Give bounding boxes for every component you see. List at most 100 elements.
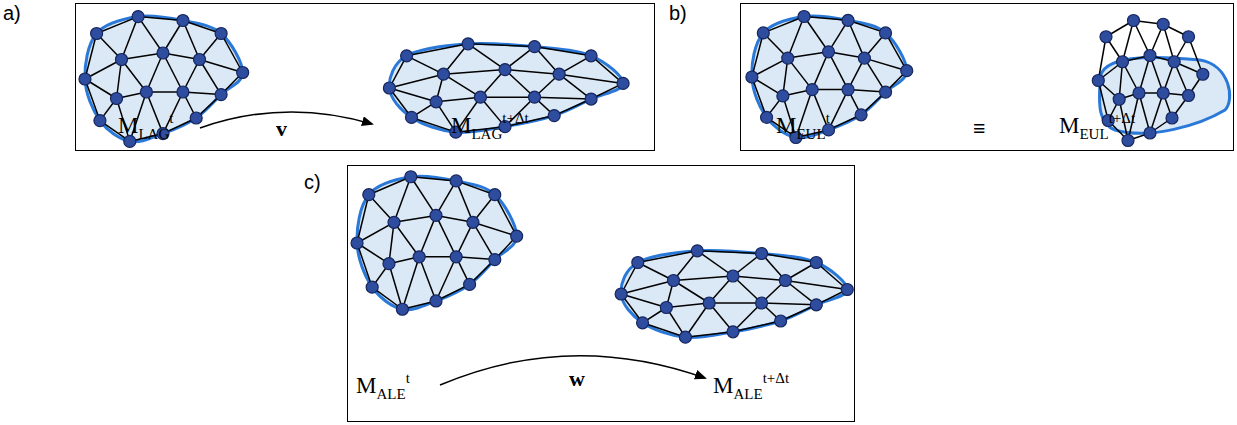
finite-element-mesh [615, 245, 853, 343]
mesh-edge [369, 177, 411, 195]
mesh-node [1157, 18, 1169, 30]
mesh-edge [535, 47, 592, 56]
mesh-node [413, 251, 425, 263]
mesh-node [632, 257, 644, 269]
mesh-node [1100, 31, 1112, 43]
mesh-edge [85, 34, 97, 80]
mesh-node [1092, 75, 1104, 87]
mesh-edge [138, 17, 163, 53]
mesh-node [553, 68, 565, 80]
body-outline [85, 16, 243, 142]
mesh-node [858, 52, 870, 64]
mesh-node [474, 91, 486, 103]
mesh-edge [752, 33, 763, 77]
mesh-subscript: ALE [733, 386, 762, 402]
mesh-node [529, 91, 541, 103]
mesh-node [194, 54, 206, 66]
mesh-edge [621, 294, 666, 308]
mesh-edge [357, 243, 372, 287]
mesh-node [94, 115, 106, 127]
mesh-edge [643, 323, 686, 337]
mesh-node [746, 71, 758, 83]
mesh-edge [436, 97, 480, 102]
mesh-edge [389, 264, 402, 310]
mesh-node [798, 11, 810, 23]
mesh-edge [412, 117, 456, 132]
mesh-node [756, 297, 768, 309]
mesh-subscript: EUL [1079, 126, 1108, 142]
mesh-node [405, 171, 417, 183]
part-label: a) [3, 3, 21, 23]
mesh-node [703, 297, 715, 309]
mesh-node [1117, 56, 1129, 68]
scheme-panel: b)MEULt≡MEULt+Δt [740, 3, 1234, 151]
deformed-body-outline [1099, 57, 1229, 133]
mesh-node [810, 257, 822, 269]
mesh-node [215, 89, 227, 101]
mesh-node [450, 251, 462, 263]
finite-element-mesh [79, 11, 249, 148]
finite-element-mesh [746, 11, 913, 144]
mesh-subscript: ALE [376, 386, 405, 402]
mesh-node [111, 93, 123, 105]
mesh-node [668, 275, 680, 287]
finite-element-mesh [1092, 15, 1209, 147]
velocity-symbol: v [276, 118, 287, 140]
mesh-node [388, 216, 400, 228]
mesh-edge [468, 44, 505, 70]
mesh-node [880, 86, 892, 98]
body-outline [621, 250, 847, 337]
mesh-edge [505, 70, 559, 75]
mesh-node [91, 28, 103, 40]
mesh-node [489, 254, 501, 266]
mesh-node [140, 86, 152, 98]
mesh-edge [1098, 37, 1106, 81]
part-label: b) [669, 3, 687, 23]
mesh-node [842, 14, 854, 26]
mesh-edge [685, 332, 733, 337]
mesh-label: MLAGt [118, 114, 173, 137]
mesh-label: MALEt [356, 374, 410, 397]
mesh-node [529, 41, 541, 53]
mesh-node [499, 64, 511, 76]
mesh-node [660, 302, 672, 314]
mesh-node [757, 27, 769, 39]
mesh-edge [436, 257, 456, 301]
mesh-node [215, 28, 227, 40]
mesh-edge [411, 177, 436, 216]
time-superscript: t [826, 110, 830, 126]
mesh-subscript: EUL [796, 126, 825, 142]
mesh-edge [389, 88, 436, 102]
mesh-edge [407, 44, 469, 56]
mesh-node [679, 331, 691, 343]
mesh-node [1166, 112, 1178, 124]
mesh-edge [138, 17, 183, 21]
mesh-node [901, 65, 913, 77]
time-superscript: t [406, 370, 410, 386]
mesh-edge [357, 195, 369, 243]
mesh-node [363, 189, 375, 201]
mesh-node [383, 258, 395, 270]
mesh-node [462, 38, 474, 50]
mesh-edge [411, 177, 456, 181]
mesh-node [842, 84, 854, 96]
mesh-edge [621, 281, 673, 295]
mesh-node [782, 52, 794, 64]
mesh-node [406, 111, 418, 123]
mesh-node [396, 303, 408, 315]
mesh-node [1183, 31, 1195, 43]
mesh-node [1197, 68, 1209, 80]
mesh-label: MEULt [776, 114, 830, 137]
mesh-name: M [451, 113, 471, 138]
mesh-node [79, 73, 91, 85]
finite-element-mesh [383, 38, 629, 138]
mesh-edge [85, 79, 100, 121]
mesh-edge [709, 302, 761, 304]
mesh-node [775, 315, 787, 327]
mesh-node [756, 248, 768, 260]
mesh-node [1183, 90, 1195, 102]
mesh-edge [480, 96, 534, 98]
mesh-edge [436, 215, 456, 256]
mesh-edge [495, 195, 517, 236]
